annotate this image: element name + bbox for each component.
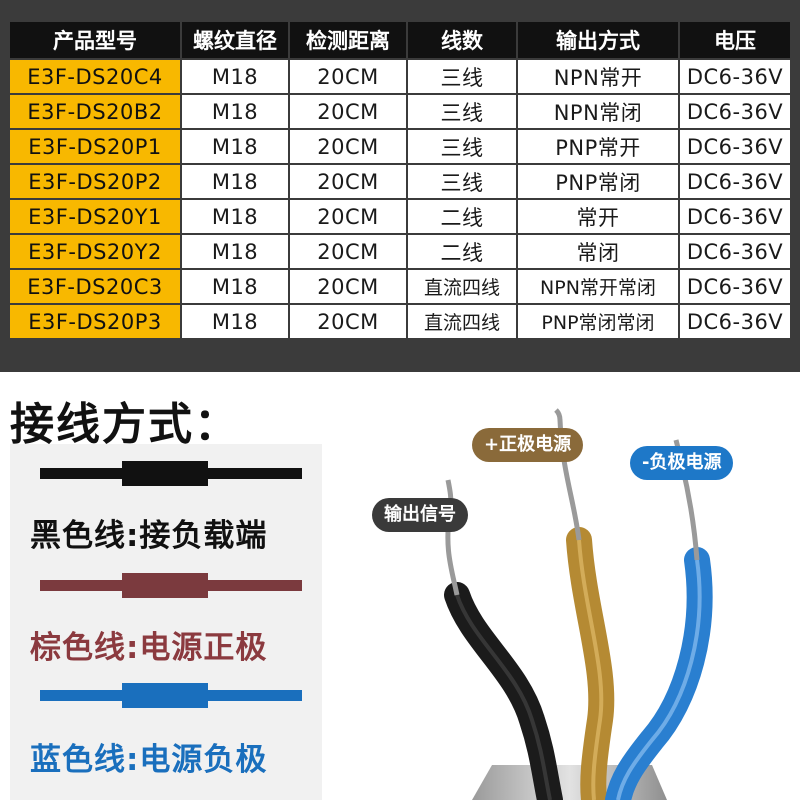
blue-wire-swatch — [10, 676, 322, 716]
thread-cell: M18 — [180, 303, 290, 340]
voltage-cell: DC6-36V — [678, 303, 792, 340]
positive-power-tag: +正极电源 — [472, 428, 584, 462]
distance-cell: 20CM — [288, 233, 408, 270]
wires-cell: 三线 — [406, 128, 518, 165]
distance-cell: 20CM — [288, 163, 408, 200]
thread-cell: M18 — [180, 58, 290, 95]
thread-cell: M18 — [180, 198, 290, 235]
brown-wire-sleeve — [122, 573, 208, 598]
header-thread-diameter: 螺纹直径 — [180, 20, 290, 60]
brown-wire-swatch — [10, 566, 322, 606]
wires-cell: 二线 — [406, 198, 518, 235]
negative-power-tag: -负极电源 — [630, 446, 734, 480]
thread-cell: M18 — [180, 268, 290, 305]
model-cell: E3F-DS20P2 — [8, 163, 182, 200]
spec-table-panel: 产品型号 螺纹直径 检测距离 线数 输出方式 电压 E3F-DS20C4 M18… — [0, 0, 800, 372]
output-cell: PNP常开 — [516, 128, 680, 165]
output-cell: PNP常闭 — [516, 163, 680, 200]
voltage-cell: DC6-36V — [678, 128, 792, 165]
distance-cell: 20CM — [288, 93, 408, 130]
header-output-mode: 输出方式 — [516, 20, 680, 60]
wire-legend-panel: 黑色线:接负载端 棕色线:电源正极 蓝色线:电源负极 — [10, 444, 322, 800]
model-cell: E3F-DS20Y2 — [8, 233, 182, 270]
black-wire-swatch — [10, 454, 322, 494]
output-signal-tag: 输出信号 — [372, 498, 468, 532]
model-cell: E3F-DS20Y1 — [8, 198, 182, 235]
voltage-cell: DC6-36V — [678, 163, 792, 200]
distance-cell: 20CM — [288, 303, 408, 340]
thread-cell: M18 — [180, 233, 290, 270]
table-row: E3F-DS20B2 M18 20CM 三线 NPN常闭 DC6-36V — [8, 93, 792, 130]
blue-wire-label: 蓝色线:电源负极 — [30, 742, 268, 778]
wires-cell: 二线 — [406, 233, 518, 270]
table-row: E3F-DS20P3 M18 20CM 直流四线 PNP常闭常闭 DC6-36V — [8, 303, 792, 340]
thread-cell: M18 — [180, 163, 290, 200]
wires-cell: 三线 — [406, 58, 518, 95]
distance-cell: 20CM — [288, 128, 408, 165]
wires-cell: 直流四线 — [406, 303, 518, 340]
distance-cell: 20CM — [288, 268, 408, 305]
voltage-cell: DC6-36V — [678, 233, 792, 270]
header-detection-distance: 检测距离 — [288, 20, 408, 60]
model-cell: E3F-DS20P1 — [8, 128, 182, 165]
wires-cell: 三线 — [406, 163, 518, 200]
black-wire-label: 黑色线:接负载端 — [30, 518, 268, 554]
brown-wire-label: 棕色线:电源正极 — [30, 630, 268, 666]
wires-cell: 直流四线 — [406, 268, 518, 305]
output-cell: NPN常开常闭 — [516, 268, 680, 305]
output-cell: 常闭 — [516, 233, 680, 270]
output-cell: PNP常闭常闭 — [516, 303, 680, 340]
spec-table: 产品型号 螺纹直径 检测距离 线数 输出方式 电压 E3F-DS20C4 M18… — [8, 20, 792, 340]
blue-wire-sleeve — [122, 683, 208, 708]
model-cell: E3F-DS20C4 — [8, 58, 182, 95]
distance-cell: 20CM — [288, 58, 408, 95]
table-row: E3F-DS20C4 M18 20CM 三线 NPN常开 DC6-36V — [8, 58, 792, 95]
model-cell: E3F-DS20P3 — [8, 303, 182, 340]
output-cell: NPN常开 — [516, 58, 680, 95]
output-cell: 常开 — [516, 198, 680, 235]
header-voltage: 电压 — [678, 20, 792, 60]
table-row: E3F-DS20Y2 M18 20CM 二线 常闭 DC6-36V — [8, 233, 792, 270]
distance-cell: 20CM — [288, 198, 408, 235]
table-header-row: 产品型号 螺纹直径 检测距离 线数 输出方式 电压 — [8, 20, 792, 60]
wiring-title: 接线方式： — [10, 399, 240, 450]
model-cell: E3F-DS20B2 — [8, 93, 182, 130]
table-row: E3F-DS20Y1 M18 20CM 二线 常开 DC6-36V — [8, 198, 792, 235]
black-wire-sleeve — [122, 461, 208, 486]
header-model: 产品型号 — [8, 20, 182, 60]
table-row: E3F-DS20P1 M18 20CM 三线 PNP常开 DC6-36V — [8, 128, 792, 165]
voltage-cell: DC6-36V — [678, 58, 792, 95]
thread-cell: M18 — [180, 93, 290, 130]
header-wire-count: 线数 — [406, 20, 518, 60]
voltage-cell: DC6-36V — [678, 93, 792, 130]
voltage-cell: DC6-36V — [678, 268, 792, 305]
output-cell: NPN常闭 — [516, 93, 680, 130]
model-cell: E3F-DS20C3 — [8, 268, 182, 305]
thread-cell: M18 — [180, 128, 290, 165]
table-row: E3F-DS20P2 M18 20CM 三线 PNP常闭 DC6-36V — [8, 163, 792, 200]
voltage-cell: DC6-36V — [678, 198, 792, 235]
wires-cell: 三线 — [406, 93, 518, 130]
table-row: E3F-DS20C3 M18 20CM 直流四线 NPN常开常闭 DC6-36V — [8, 268, 792, 305]
